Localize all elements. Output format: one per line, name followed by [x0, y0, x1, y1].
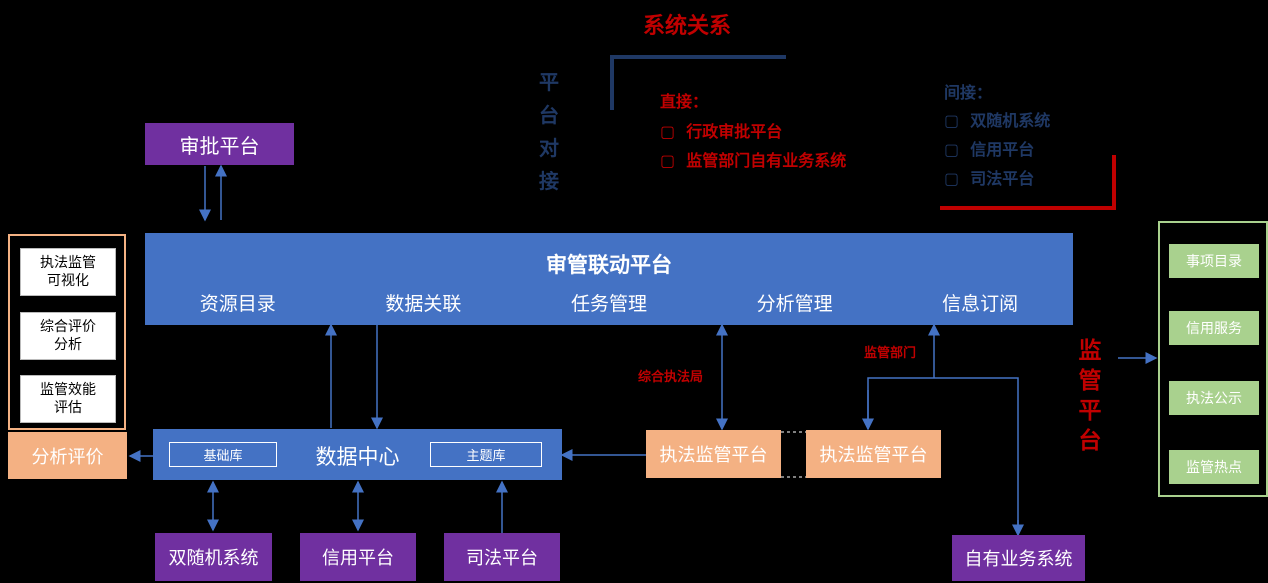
enforcement-publicity-box: 执法公示	[1169, 381, 1259, 415]
base-library-box: 基础库	[169, 442, 277, 467]
data-center-title: 数据中心	[315, 445, 400, 469]
title-bracket-line	[610, 55, 786, 110]
linkage-title: 审管联动平台	[546, 253, 672, 277]
diagram-title: 系统关系	[643, 14, 732, 39]
indirect-item: ▢ 信用平台	[944, 140, 1035, 159]
bureau-label: 综合执法局	[638, 370, 704, 385]
shuangsuiji-system-box: 双随机系统	[155, 533, 272, 581]
analysis-eval-box: 分析评价	[8, 432, 127, 479]
judicial-platform-box: 司法平台	[444, 533, 560, 581]
enforcement-platform-2: 执法监管平台	[806, 430, 941, 478]
indirect-item: ▢ 双随机系统	[944, 111, 1051, 130]
direct-heading: 直接：	[660, 92, 709, 111]
data-center-box: 基础库 数据中心 主题库	[153, 429, 562, 480]
enforcement-platform-1: 执法监管平台	[646, 430, 781, 478]
credit-service-box: 信用服务	[1169, 311, 1259, 345]
module-data-association: 数据关联	[385, 293, 462, 315]
module-info-subscription: 信息订阅	[942, 293, 1019, 315]
direct-item: ▢ 行政审批平台	[660, 122, 783, 141]
linkage-modules: 资源目录 数据关联 任务管理 分析管理 信息订阅	[145, 289, 1073, 316]
item-catalog-box: 事项目录	[1169, 244, 1259, 278]
module-resource-catalog: 资源目录	[199, 293, 276, 315]
approval-platform-box: 审批平台	[145, 123, 294, 165]
credit-platform-box: 信用平台	[300, 533, 416, 581]
indirect-item: ▢ 司法平台	[944, 169, 1035, 188]
indirect-heading: 间接：	[944, 83, 993, 102]
right-panel: 事项目录 信用服务 执法公示 监管热点	[1158, 221, 1268, 497]
linkage-platform-box: 审管联动平台 资源目录 数据关联 任务管理 分析管理 信息订阅	[145, 233, 1073, 325]
theme-library-box: 主题库	[430, 442, 542, 467]
supervision-platform-label: 监管平台	[1078, 338, 1102, 454]
direct-list: ▢ 行政审批平台 ▢ 监管部门自有业务系统	[660, 117, 846, 175]
left-panel: 执法监管 可视化 综合评价 分析 监管效能 评估	[8, 234, 126, 430]
direct-item: ▢ 监管部门自有业务系统	[660, 151, 847, 170]
supervision-hotspot-box: 监管热点	[1169, 450, 1259, 484]
module-analysis-management: 分析管理	[756, 293, 833, 315]
enforcement-visualization-box: 执法监管 可视化	[20, 248, 116, 296]
own-business-system-box: 自有业务系统	[952, 535, 1085, 581]
efficiency-eval-box: 监管效能 评估	[20, 375, 116, 423]
module-task-management: 任务管理	[570, 293, 647, 315]
indirect-list: ▢ 双随机系统 ▢ 信用平台 ▢ 司法平台	[944, 106, 1050, 193]
platform-dock-label: 平台对接	[539, 70, 559, 193]
indirect-bracket-line	[940, 155, 1116, 210]
comprehensive-eval-box: 综合评价 分析	[20, 312, 116, 360]
dept-label: 监管部门	[864, 346, 917, 361]
